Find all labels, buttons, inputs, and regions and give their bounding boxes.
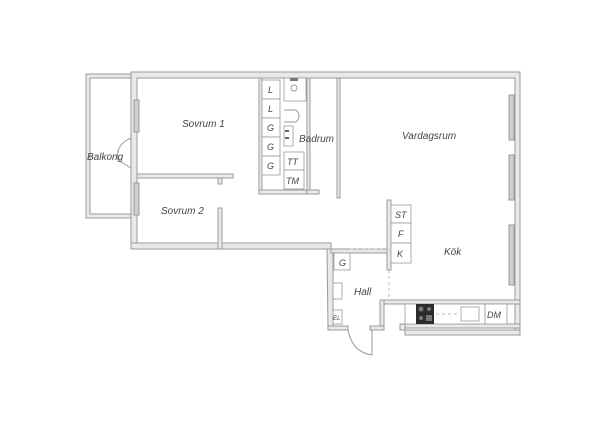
closet-5 [261,155,281,176]
dryer [283,169,305,190]
room-label-balkong: Balkong [87,152,124,163]
kitchen-column: ST F K [390,204,412,264]
room-label-hall: Hall [354,287,372,298]
outer-walls [130,71,521,336]
hall-fixtures: G EL [332,252,351,325]
shower-drain [290,84,298,92]
closet-label-5: G [267,161,274,171]
closet-column: L L G G G [261,79,281,176]
room-label-badrum: Badrum [299,134,334,145]
hall-closet [333,252,351,271]
hall-closet-label: G [339,258,346,268]
closet-label-2: L [268,104,273,114]
electrical-label: EL [333,316,340,322]
interior-walls [136,77,392,271]
room-label-sovrum1: Sovrum 1 [182,119,225,130]
toilet-icon [284,109,300,123]
balcony-door [117,137,132,169]
balcony [85,73,132,219]
dishwasher-label: DM [487,310,501,320]
electrical-cabinet [332,309,343,325]
sink-icon [460,306,480,322]
closet-label-3: G [267,123,274,133]
entry-door [347,329,373,356]
closet-label-4: G [267,142,274,152]
dishwasher [484,303,508,325]
kitchen-label-k: K [397,249,404,259]
room-label-kok: Kök [444,247,462,258]
kitchen-label-f: F [398,229,404,239]
bathroom-fixtures: TT TM [283,77,307,190]
washer-label: TT [287,157,299,167]
room-label-vardagsrum: Vardagsrum [402,131,456,142]
shower [283,77,307,102]
kitchen-counter: DM [404,303,508,325]
closet-label-1: L [268,85,273,95]
kitchen-cabinet [390,242,412,264]
room-label-sovrum2: Sovrum 2 [161,206,204,217]
sink [283,125,294,147]
windows [133,94,515,286]
kitchen-label-st: ST [395,210,408,220]
dryer-label: TM [286,176,299,186]
